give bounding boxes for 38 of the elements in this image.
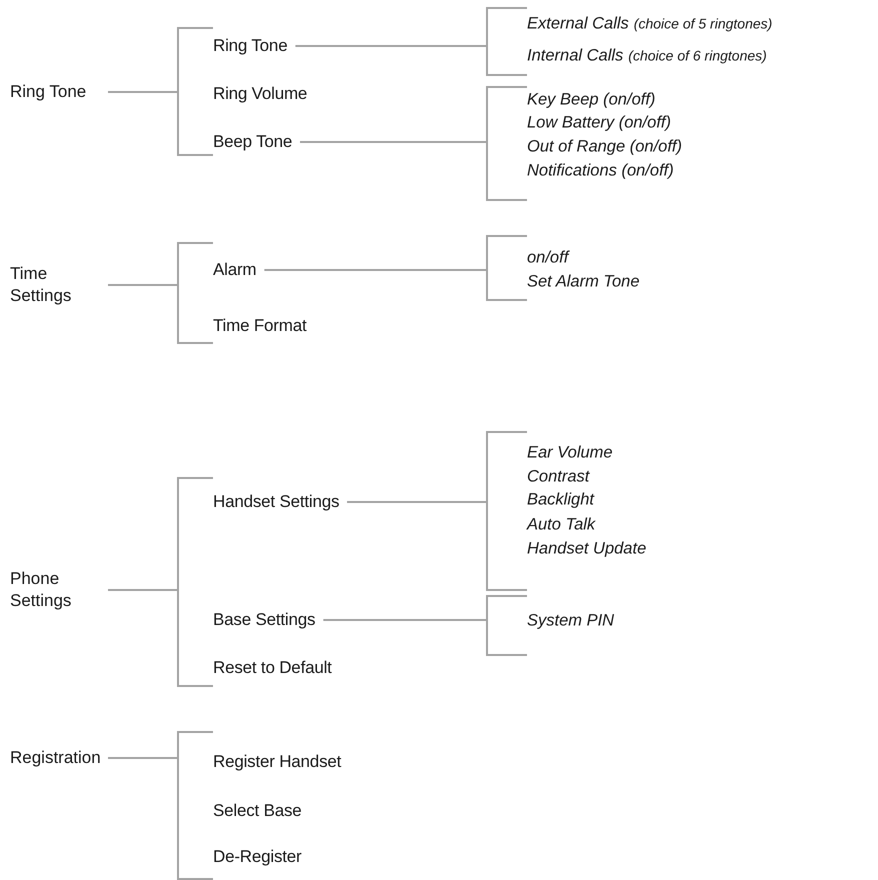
connector-line — [295, 45, 488, 57]
menu-item: Ring Tone — [10, 81, 86, 103]
menu-item: External Calls — [527, 14, 629, 34]
menu-item: Set Alarm Tone — [527, 272, 640, 292]
item-note: (choice of 6 ringtones) — [628, 48, 767, 64]
menu-item: Key Beep (on/off) — [527, 90, 656, 110]
menu-item: Contrast — [527, 466, 590, 488]
menu-item: Internal Calls — [527, 46, 624, 66]
menu-item: Ring Tone — [213, 35, 288, 57]
item-note: (choice of 5 ringtones) — [634, 16, 772, 32]
menu-item: Low Battery (on/off) — [527, 112, 671, 134]
menu-item: Handset Settings — [213, 491, 340, 513]
menu-item: Select Base — [213, 800, 302, 822]
connector-line — [323, 619, 488, 622]
menu-item: Ring Volume — [213, 83, 308, 105]
menu-item: De-Register — [213, 846, 302, 868]
connector-line — [264, 269, 488, 283]
menu-item: Notifications (on/off) — [527, 160, 674, 182]
menu-item: Time Settings — [10, 263, 72, 307]
menu-item: Out of Range (on/off) — [527, 136, 682, 158]
connector-line — [347, 501, 488, 550]
menu-item: Phone Settings — [10, 568, 72, 612]
menu-item: Register Handset — [213, 751, 342, 773]
menu-item: Backlight — [527, 490, 594, 510]
connector-line — [108, 589, 179, 669]
menu-item: Handset Update — [527, 538, 646, 560]
connector-line — [300, 141, 488, 172]
menu-item: on/off — [527, 248, 568, 268]
menu-item: Registration — [10, 747, 101, 769]
menu-item: Beep Tone — [213, 131, 292, 153]
menu-item: Base Settings — [213, 609, 316, 631]
menu-item: Reset to Default — [213, 657, 332, 679]
menu-item: Ear Volume — [527, 442, 613, 464]
connector-line — [108, 757, 179, 858]
menu-item: Auto Talk — [527, 514, 596, 536]
menu-item: System PIN — [527, 610, 614, 632]
menu-item: Time Format — [213, 315, 307, 337]
menu-item: Alarm — [213, 259, 256, 281]
